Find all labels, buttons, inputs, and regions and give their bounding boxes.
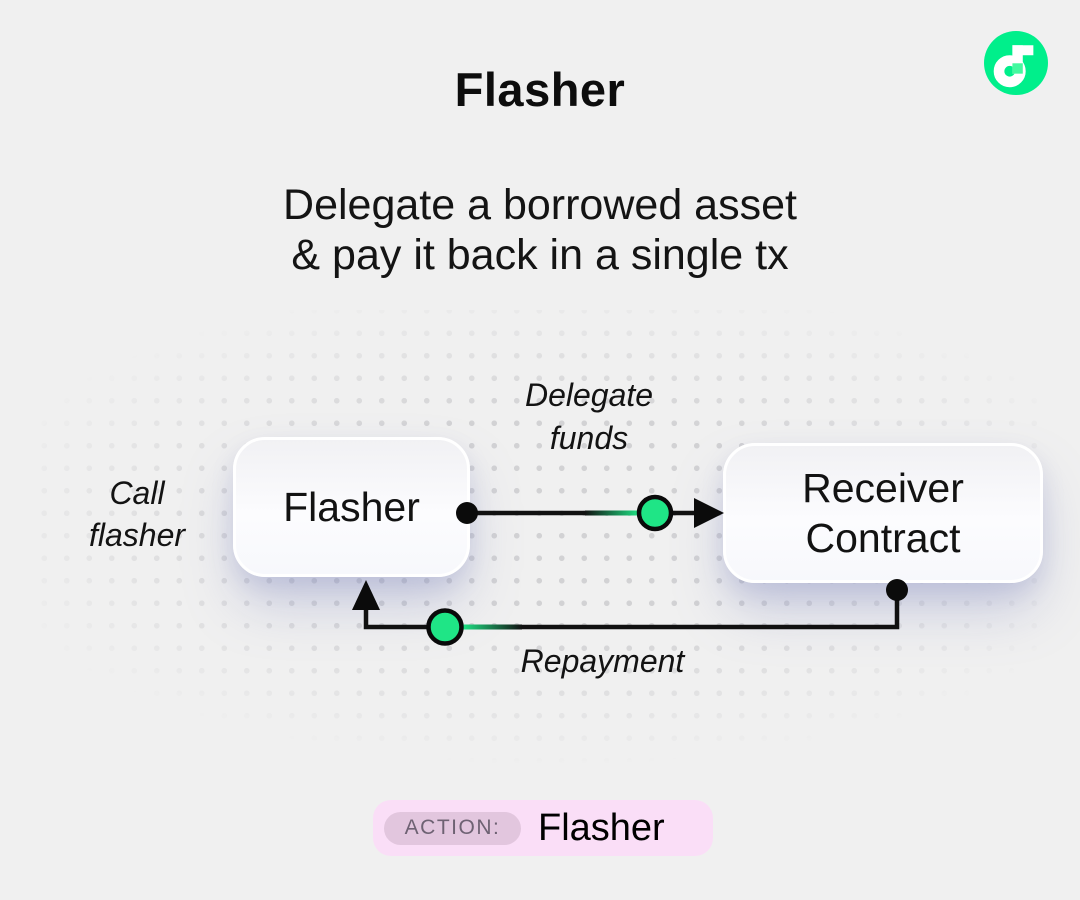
action-badge: ACTION: Flasher — [373, 800, 713, 856]
node-flasher-label: Flasher — [283, 483, 420, 530]
label-line: Call — [109, 475, 165, 511]
edge-delegate-arrow — [456, 494, 724, 532]
node-receiver-line: Receiver — [802, 465, 964, 511]
arrowhead-right-icon — [694, 498, 724, 528]
label-line: funds — [549, 420, 629, 456]
connector-dot-receiver — [886, 579, 908, 601]
action-value: Flasher — [538, 806, 665, 849]
arrowhead-up-icon — [352, 580, 380, 610]
node-receiver-contract: Receiver Contract — [723, 443, 1043, 583]
label-line: flasher — [88, 517, 186, 553]
token-repayment — [426, 608, 464, 646]
subtitle-line: & pay it back in a single tx — [291, 231, 789, 279]
node-flasher: Flasher — [233, 437, 470, 577]
label-line: Delegate — [524, 377, 654, 413]
edge-repayment-arrow — [352, 579, 908, 646]
node-receiver-label: Receiver Contract — [802, 463, 964, 563]
subtitle-line: Delegate a borrowed asset — [283, 181, 797, 229]
page-title: Flasher — [454, 63, 626, 116]
flow-logo-icon — [984, 31, 1048, 95]
arrow-connectors — [352, 494, 908, 646]
connector-dot-flasher — [456, 502, 478, 524]
token-delegate — [636, 494, 674, 532]
label-call-flasher: Call flasher — [27, 472, 247, 556]
node-receiver-line: Contract — [805, 515, 961, 561]
subtitle: Delegate a borrowed asset & pay it back … — [0, 180, 1080, 280]
action-label-pill: ACTION: — [384, 811, 521, 845]
label-delegate-funds: Delegate funds — [489, 374, 689, 460]
label-repayment: Repayment — [520, 643, 685, 679]
